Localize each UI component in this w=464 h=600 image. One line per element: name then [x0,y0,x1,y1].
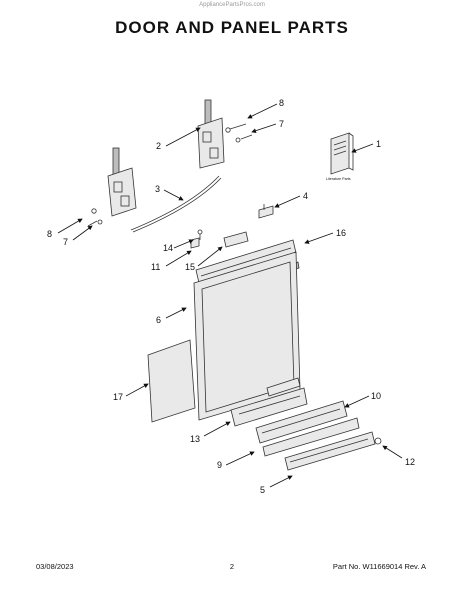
callout-5: 5 [260,485,265,495]
small-parts [190,229,249,249]
callout-2: 2 [156,141,161,151]
leader-12 [382,445,403,459]
callout-13: 13 [190,434,200,444]
callout-15: 15 [185,262,195,272]
leader-9 [225,451,255,466]
leader-11 [165,250,192,267]
callout-7-left: 7 [63,237,68,247]
callout-labels: 1 2 3 4 5 6 7 8 9 10 11 12 13 14 15 16 1… [47,98,415,495]
leader-5 [269,475,293,488]
leader-8-right [247,103,278,119]
callout-3: 3 [155,184,160,194]
callout-16: 16 [336,228,346,238]
leader-6 [165,307,187,319]
callout-4: 4 [303,191,308,201]
callout-7-right: 7 [279,119,284,129]
leader-13 [203,421,231,437]
leader-10 [344,395,370,408]
leader-7-right [251,123,277,134]
callout-9: 9 [217,460,222,470]
callout-10: 10 [371,391,381,401]
watermark: AppliancePartsPros.com [199,2,265,8]
literature-parts: Literature Parts [326,132,354,181]
callout-8-right: 8 [279,98,284,108]
footer-part-number: Part No. W11669014 Rev. A [332,562,426,571]
leader-3 [163,189,184,201]
leader-8-left [57,218,83,234]
callout-17: 17 [113,392,123,402]
latch-bracket [258,204,274,219]
leader-1 [351,143,374,153]
toe-panel-parts [230,377,382,471]
callout-8-left: 8 [47,229,52,239]
callout-14: 14 [163,243,173,253]
insulation-panel [147,339,196,423]
page-title: DOOR AND PANEL PARTS [115,18,349,37]
leader-14 [173,239,194,249]
leader-2 [165,127,201,147]
leader-7-left [72,225,93,241]
literature-parts-label: Literature Parts [326,177,351,181]
callout-1: 1 [376,139,381,149]
footer-page-number: 2 [229,562,235,571]
hinge-right [197,99,253,169]
leader-lines [57,103,403,488]
hinge-left [87,147,137,227]
callout-11: 11 [151,262,160,272]
leader-15 [197,246,223,267]
leader-17 [125,383,149,397]
leader-16 [304,232,334,244]
leader-4 [274,195,301,208]
callout-12: 12 [405,457,415,467]
footer-date: 03/08/2023 [36,562,74,571]
callout-6: 6 [156,315,161,325]
door-cable [130,175,222,233]
